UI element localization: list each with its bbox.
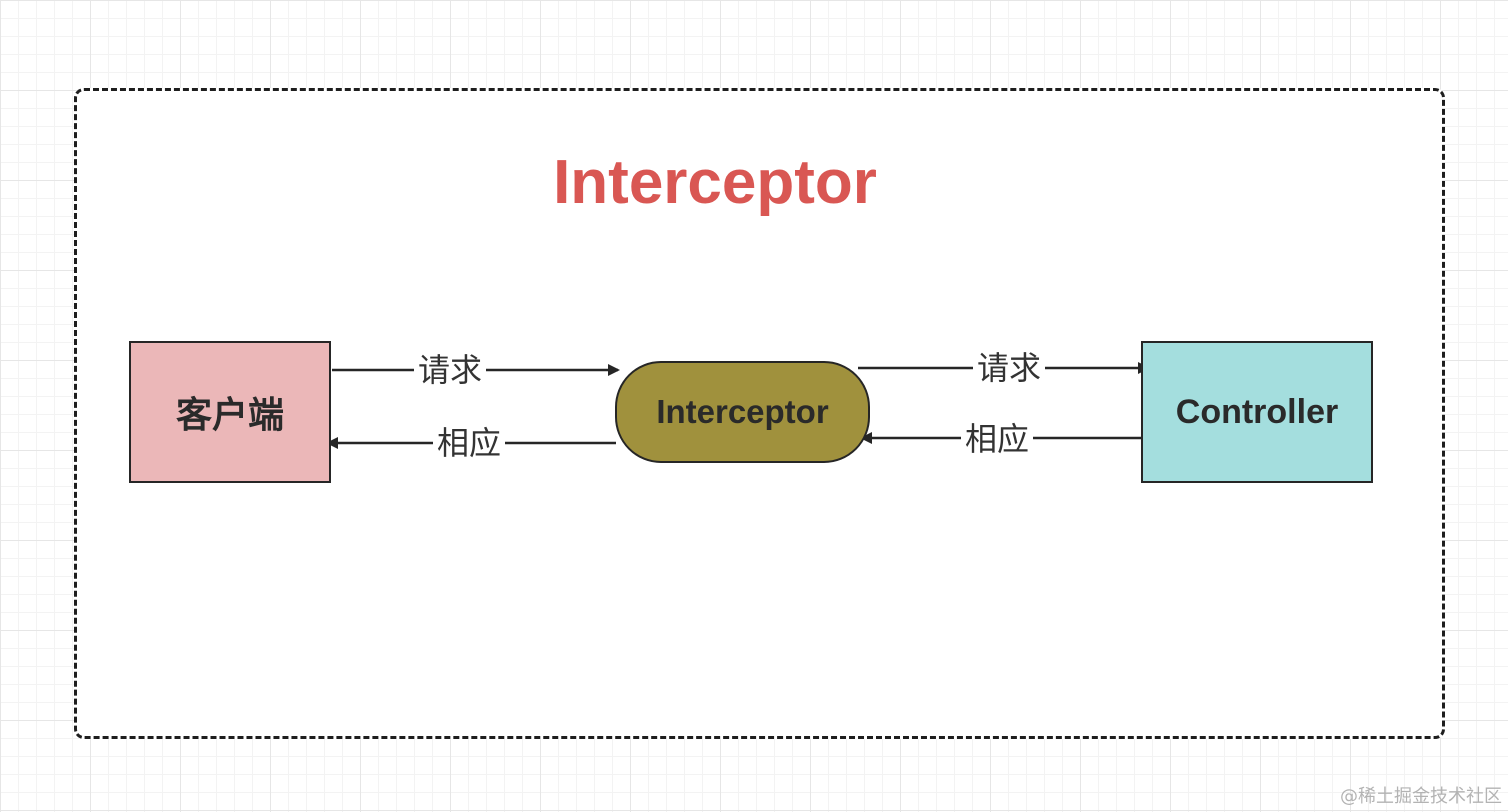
client-node-label: 客户端 <box>175 395 284 436</box>
edge-label-request-right: 请求 <box>973 348 1046 388</box>
edge-label-response-left: 相应 <box>433 423 506 463</box>
watermark: @稀土掘金技术社区 <box>1340 786 1502 807</box>
edge-label-response-right: 相应 <box>961 419 1034 459</box>
edge-label-request-left: 请求 <box>414 350 487 390</box>
controller-node: Controller <box>1141 341 1373 483</box>
controller-node-label: Controller <box>1175 392 1339 431</box>
diagram-title: Interceptor <box>553 148 877 217</box>
client-node: 客户端 <box>129 341 331 483</box>
interceptor-node: Interceptor <box>615 361 870 463</box>
interceptor-node-label: Interceptor <box>656 393 829 430</box>
